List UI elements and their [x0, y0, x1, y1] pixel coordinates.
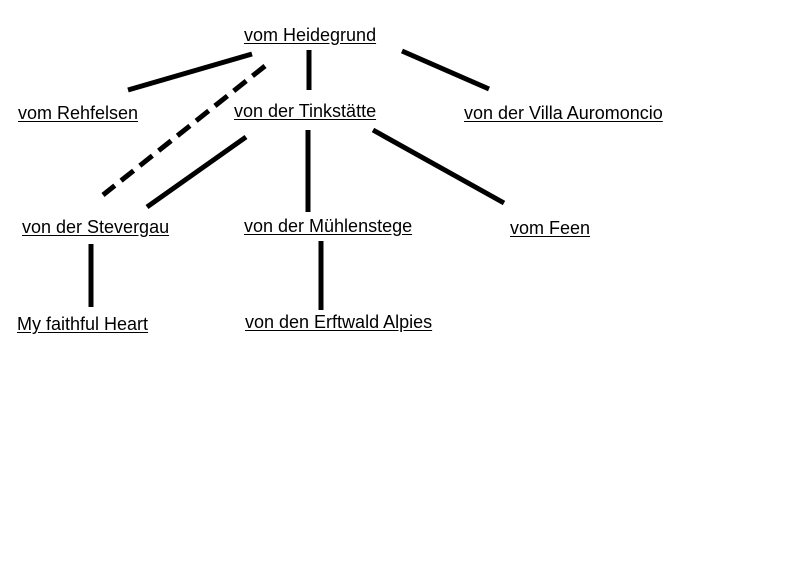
link-tinkstaette-feen: [371, 127, 506, 206]
node-von-der-stevergau[interactable]: von der Stevergau: [22, 217, 170, 237]
node-von-der-muehlenstege[interactable]: von der Mühlenstege: [244, 216, 413, 236]
node-von-der-tinkstaette[interactable]: von der Tinkstätte: [234, 101, 377, 121]
node-vom-heidegrund[interactable]: vom Heidegrund: [244, 25, 377, 45]
link-heidegrund-stevergau-dashed: [101, 64, 267, 197]
link-tinkstaette-stevergau: [145, 134, 248, 210]
link-heidegrund-rehfelsen: [127, 51, 253, 93]
link-heidegrund-villa: [400, 48, 491, 92]
node-my-faithful-heart[interactable]: My faithful Heart: [17, 314, 149, 334]
node-vom-rehfelsen[interactable]: vom Rehfelsen: [18, 103, 139, 123]
node-vom-feen[interactable]: vom Feen: [510, 218, 591, 238]
node-von-der-villa-auromoncio[interactable]: von der Villa Auromoncio: [464, 103, 663, 123]
node-von-den-erftwald-alpies[interactable]: von den Erftwald Alpies: [245, 312, 433, 332]
